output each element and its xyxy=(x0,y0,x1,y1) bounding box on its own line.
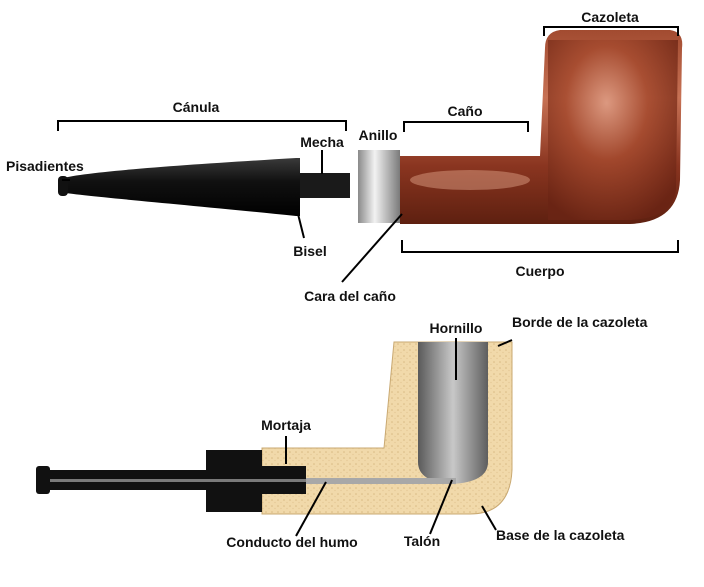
label-borde-de-la-cazoleta: Borde de la cazoleta xyxy=(512,314,648,330)
cara-del-cano-leader xyxy=(341,213,403,283)
bottom-leaders xyxy=(285,338,513,537)
label-cazoleta: Cazoleta xyxy=(581,9,639,25)
label-cuerpo: Cuerpo xyxy=(516,263,565,279)
exterior-pipe xyxy=(58,30,683,224)
label-pisadientes: Pisadientes xyxy=(6,158,84,174)
bisel-leader xyxy=(297,213,305,239)
stem-cone xyxy=(60,158,300,216)
label-talon: Talón xyxy=(404,533,440,549)
talon-leader xyxy=(429,479,453,535)
label-anillo: Anillo xyxy=(359,127,398,143)
cazoleta-bracket xyxy=(543,26,679,36)
label-mecha: Mecha xyxy=(300,134,344,150)
bowl-highlight xyxy=(548,40,678,220)
label-base-de-la-cazoleta: Base de la cazoleta xyxy=(496,527,625,543)
label-bisel: Bisel xyxy=(293,243,326,259)
ring xyxy=(358,150,400,223)
section-bore xyxy=(50,479,306,482)
shank-highlight xyxy=(410,170,530,190)
label-conducto-del-humo: Conducto del humo xyxy=(226,534,357,550)
label-cara-del-cano: Cara del caño xyxy=(304,288,396,304)
top-leaders xyxy=(62,150,403,283)
conducto-leader xyxy=(295,481,327,537)
cross-section-pipe xyxy=(36,341,513,515)
base-leader xyxy=(481,505,497,531)
canula-bracket xyxy=(57,120,347,131)
label-canula: Cánula xyxy=(173,99,220,115)
label-cano: Caño xyxy=(448,103,483,119)
section-lip xyxy=(36,466,50,494)
chamber xyxy=(418,342,488,484)
cuerpo-bracket xyxy=(401,240,679,253)
label-hornillo: Hornillo xyxy=(430,320,483,336)
cano-bracket xyxy=(403,121,529,132)
borde-leader xyxy=(497,339,513,347)
label-mortaja: Mortaja xyxy=(261,417,311,433)
smoke-duct xyxy=(258,478,456,484)
top-brackets xyxy=(57,26,679,253)
tenon xyxy=(300,173,350,198)
